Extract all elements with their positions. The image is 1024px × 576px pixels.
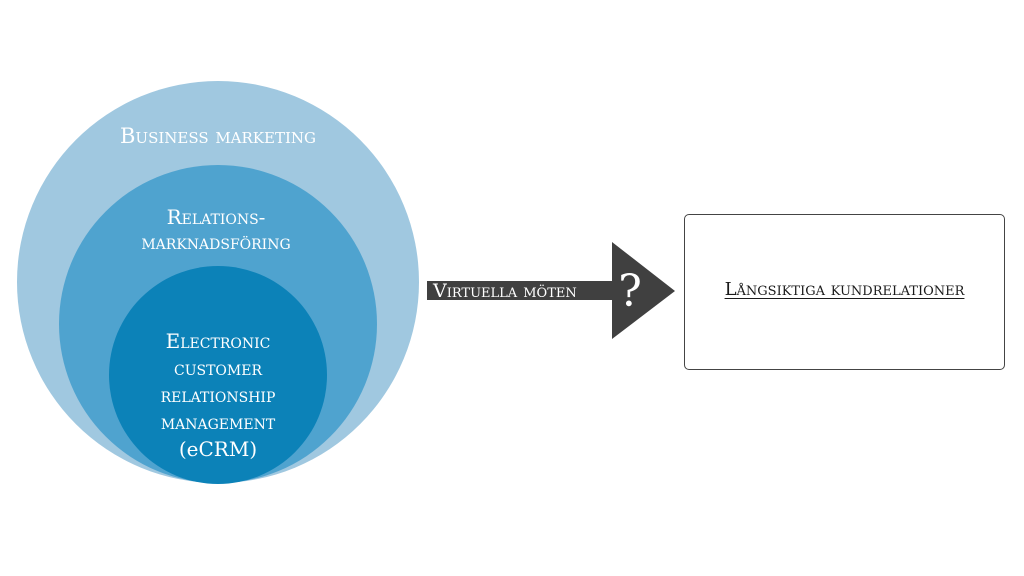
- outer-circle-label: Business marketing: [120, 124, 316, 148]
- inner-circle-label-line1: Electronic: [166, 329, 271, 353]
- middle-circle-label-line2: marknadsföring: [141, 230, 290, 254]
- inner-circle-label-line4: management: [161, 410, 276, 434]
- target-label: Långsiktiga kundrelationer: [724, 279, 965, 300]
- question-mark: ?: [618, 266, 642, 317]
- inner-circle-label-line3: relationship: [161, 383, 276, 407]
- middle-circle-label-line1: Relations-: [167, 205, 266, 229]
- inner-circle-label-line5: (eCRM): [179, 437, 257, 461]
- arrow-label: Virtuella möten: [432, 280, 577, 302]
- target-box: Långsiktiga kundrelationer: [684, 214, 1005, 370]
- inner-circle-label-line2: customer: [174, 356, 262, 380]
- arrow-shape: [427, 242, 675, 339]
- inner-circle: [109, 266, 327, 484]
